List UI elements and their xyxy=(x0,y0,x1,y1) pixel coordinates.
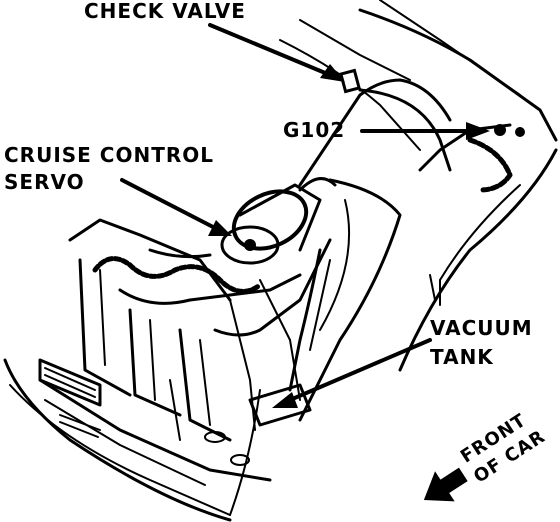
check-valve-arrowhead xyxy=(320,64,345,82)
front-arrow-icon xyxy=(423,467,468,502)
servo-arrowhead xyxy=(208,220,232,236)
cruise-control-servo-assembly xyxy=(220,177,337,265)
check-valve-label: CHECK VALVE xyxy=(84,0,246,23)
check-valve-part xyxy=(339,68,361,94)
leader-arrows xyxy=(120,23,490,408)
vacuum-hoses xyxy=(92,78,525,427)
vacuum-label: VACUUM xyxy=(430,316,533,340)
tank-label: TANK xyxy=(430,345,494,369)
grille xyxy=(38,358,102,438)
front-of-car-indicator: FRONT OF CAR xyxy=(423,410,549,502)
g102-label: G102 xyxy=(283,118,345,142)
vacuum-tank-arrowhead xyxy=(272,392,298,408)
cruise-control-label: CRUISE CONTROL xyxy=(4,143,214,167)
g102-arrowhead xyxy=(466,122,490,140)
servo-label: SERVO xyxy=(4,170,85,194)
